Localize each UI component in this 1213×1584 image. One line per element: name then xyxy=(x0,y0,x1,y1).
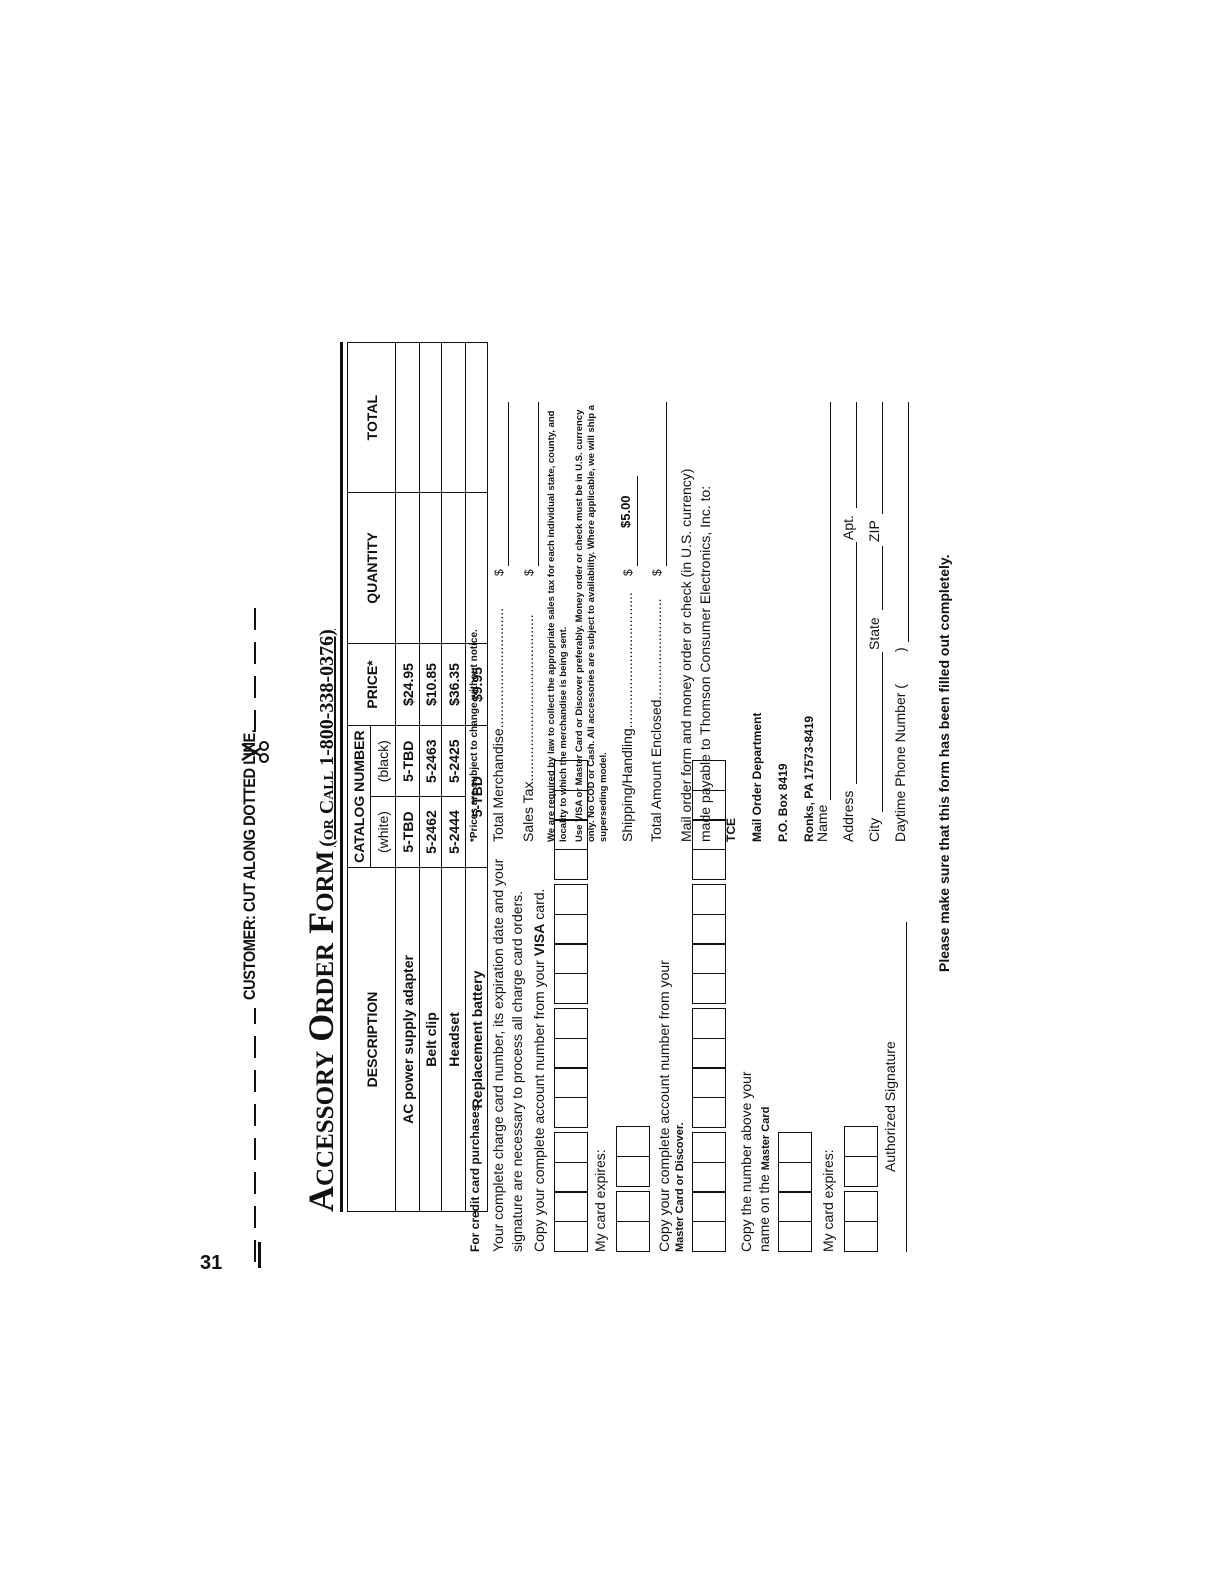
page-number: 31 xyxy=(200,1252,223,1274)
total-enclosed-label: Total Amount Enclosed...................… xyxy=(648,598,664,842)
mail-instructions-2: made payable to Thomson Consumer Electro… xyxy=(697,485,713,842)
phone-field[interactable] xyxy=(908,402,909,642)
item-white: 5-2444 xyxy=(441,796,466,868)
zip-label: ZIP xyxy=(866,520,882,542)
visa-instr-prefix: Copy your complete account number from y… xyxy=(531,956,547,1252)
form-title-phone: (or Call 1-800-338-0376) xyxy=(316,629,338,847)
shipping-value: $5.00 xyxy=(618,495,633,528)
rotated-order-form: CUSTOMER: CUT ALONG DOTTED LINE. Accesso… xyxy=(236,312,956,1262)
mc-above-2: name on the Master Card xyxy=(756,1107,772,1252)
mc-above-boxes[interactable] xyxy=(778,1132,812,1252)
signature-line[interactable] xyxy=(906,922,907,1252)
address-line-3: P.O. Box 8419 xyxy=(776,763,790,843)
quantity-cell[interactable] xyxy=(419,492,442,644)
visa-expiry-boxes[interactable] xyxy=(616,1126,650,1252)
total-enclosed-field[interactable] xyxy=(666,402,667,566)
charge-instructions-2: signature are necessary to process all c… xyxy=(509,890,525,1252)
item-price: $36.35 xyxy=(441,643,466,726)
shipping-dollar: $ xyxy=(621,569,635,576)
table-row: AC power supply adapter 5-TBD 5-TBD $24.… xyxy=(395,342,420,1212)
expires-label-2: My card expires: xyxy=(820,1149,836,1252)
item-description: Headset xyxy=(441,867,466,1212)
credit-heading: For credit card purchases xyxy=(468,1104,482,1252)
col-white: (white) xyxy=(370,796,396,868)
quantity-cell[interactable] xyxy=(441,492,466,644)
quantity-cell[interactable] xyxy=(465,492,488,644)
total-enclosed-dollar: $ xyxy=(650,569,664,576)
col-total: TOTAL xyxy=(347,342,396,493)
cut-line: CUSTOMER: CUT ALONG DOTTED LINE. xyxy=(236,312,276,1262)
address-label: Address xyxy=(840,790,856,842)
item-price: $24.95 xyxy=(395,643,420,726)
shipping-field xyxy=(637,476,638,566)
total-cell[interactable] xyxy=(395,342,420,493)
tax-note: We are required by law to collect the ap… xyxy=(546,410,569,843)
scissors-icon xyxy=(241,741,269,763)
address-line-2: Mail Order Department xyxy=(750,712,764,842)
form-title-main: Accessory Order Form xyxy=(301,850,341,1212)
name-field[interactable] xyxy=(830,402,831,800)
sales-tax-field[interactable] xyxy=(538,402,539,566)
table-row: Headset 5-2444 5-2425 $36.35 xyxy=(441,342,466,1212)
apt-label: Apt. xyxy=(840,515,856,540)
sales-tax-dollar: $ xyxy=(522,569,536,576)
name-label: Name xyxy=(814,804,830,842)
mailing-address: TCE Mail Order Department P.O. Box 8419 … xyxy=(718,713,822,842)
mc-above-1: Copy the number above your xyxy=(738,1071,754,1252)
item-black: 5-2425 xyxy=(441,725,466,797)
total-merchandise-dollar: $ xyxy=(492,569,506,576)
visa-instr-suffix: card. xyxy=(531,888,547,924)
complete-note: Please make sure that this form has been… xyxy=(936,554,952,972)
mc-expiry-boxes[interactable] xyxy=(844,1126,878,1252)
item-black: 5-2463 xyxy=(419,725,442,797)
city-field[interactable] xyxy=(882,652,883,812)
col-catalog: CATALOG NUMBER xyxy=(347,725,371,868)
payment-note: Use VISA or Master Card or Discover pref… xyxy=(574,405,609,842)
phone-label: Daytime Phone Number ( xyxy=(892,684,908,842)
address-field[interactable] xyxy=(856,542,857,784)
mc-instructions-1: Copy your complete account number from y… xyxy=(656,960,672,1252)
state-field[interactable] xyxy=(882,546,883,610)
item-white: 5-TBD xyxy=(395,796,420,868)
total-cell[interactable] xyxy=(419,342,442,493)
col-price: PRICE* xyxy=(347,643,396,726)
mc-instructions-2: Master Card or Discover. xyxy=(674,1122,686,1252)
cut-line-end-dash xyxy=(258,1242,261,1268)
accessory-table: DESCRIPTION CATALOG NUMBER PRICE* QUANTI… xyxy=(347,342,488,1212)
cut-line-text: CUSTOMER: CUT ALONG DOTTED LINE. xyxy=(240,729,259,1000)
visa-instructions: Copy your complete account number from y… xyxy=(531,889,547,1252)
apt-field[interactable] xyxy=(856,402,857,508)
item-description: Belt clip xyxy=(419,867,442,1212)
expires-label-1: My card expires: xyxy=(592,1149,608,1252)
item-price: $10.85 xyxy=(419,643,442,726)
col-quantity: QUANTITY xyxy=(347,492,396,644)
price-note: *Prices are subject to change without no… xyxy=(469,629,480,842)
mail-instructions-1: Mail order form and money order or check… xyxy=(678,468,694,842)
sales-tax-label: Sales Tax...............................… xyxy=(520,614,536,842)
item-white: 5-2462 xyxy=(419,796,442,868)
form-title: Accessory Order Form (or Call 1-800-338-… xyxy=(300,629,342,1212)
quantity-cell[interactable] xyxy=(395,492,420,644)
signature-label: Authorized Signature xyxy=(882,1041,898,1172)
city-label: City xyxy=(866,817,882,842)
charge-instructions-1: Your complete charge card number, its ex… xyxy=(490,858,506,1252)
address-line-1: TCE xyxy=(724,818,738,842)
total-merchandise-label: Total Merchandise.......................… xyxy=(490,607,506,842)
total-cell[interactable] xyxy=(441,342,466,493)
mc-above-prefix: name on the xyxy=(756,1170,772,1252)
phone-close: ) xyxy=(892,647,908,652)
title-rule xyxy=(340,342,343,1212)
total-cell[interactable] xyxy=(465,342,488,493)
col-black: (black) xyxy=(370,725,396,797)
item-description: AC power supply adapter xyxy=(395,867,420,1212)
state-label: State xyxy=(866,617,882,650)
shipping-label: Shipping/Handling.......................… xyxy=(619,592,635,842)
zip-field[interactable] xyxy=(882,402,883,514)
total-merchandise-field[interactable] xyxy=(508,402,509,566)
mc-above-bold: Master Card xyxy=(760,1106,772,1171)
col-description: DESCRIPTION xyxy=(347,867,396,1212)
item-black: 5-TBD xyxy=(395,725,420,797)
visa-instr-bold: VISA xyxy=(531,923,547,957)
table-row: Belt clip 5-2462 5-2463 $10.85 xyxy=(419,342,442,1212)
